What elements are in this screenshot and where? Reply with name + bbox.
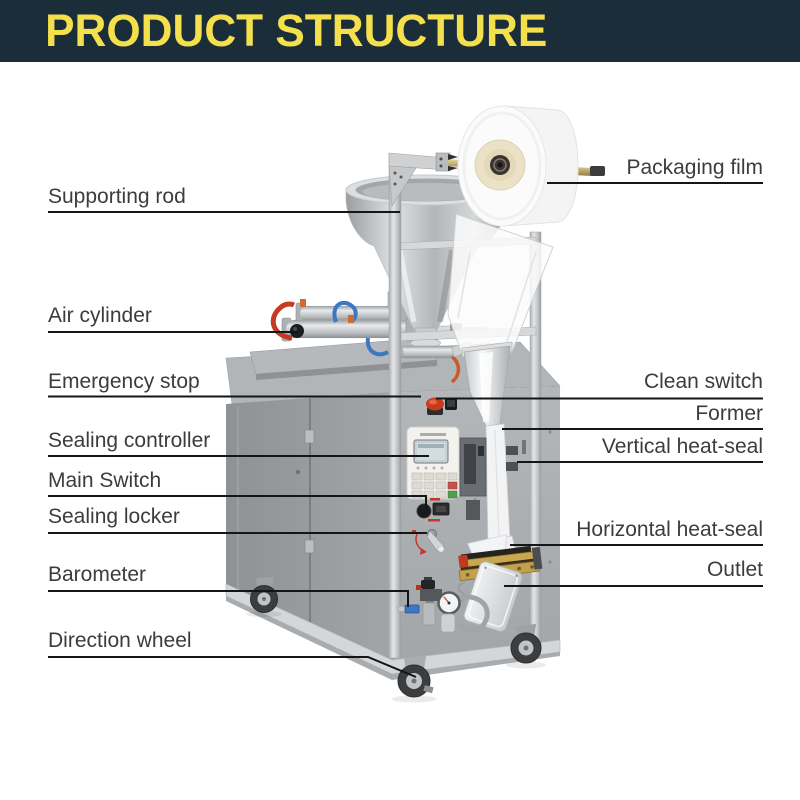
- label-air-cylinder: Air cylinder: [48, 304, 152, 327]
- label-vertical-heat-seal: Vertical heat-seal: [601, 435, 763, 458]
- direction-wheels: [246, 577, 546, 703]
- label-horizontal-heat-seal: Horizontal heat-seal: [576, 518, 763, 541]
- header-bar: PRODUCT STRUCTURE: [0, 0, 800, 62]
- label-main-switch: Main Switch: [48, 469, 162, 492]
- label-supporting-rod: Supporting rod: [48, 185, 186, 208]
- vertical-heat-seal: [459, 437, 526, 520]
- label-barometer: Barometer: [48, 563, 147, 586]
- label-emergency-stop: Emergency stop: [48, 370, 200, 393]
- sealing-locker-lever: [412, 529, 445, 555]
- outlet-chute: [463, 561, 523, 632]
- main-switch: [416, 498, 450, 522]
- leader-lines: [48, 182, 763, 678]
- label-direction-wheel: Direction wheel: [48, 629, 192, 652]
- sealing-controller-panel: [406, 426, 460, 500]
- label-outlet: Outlet: [706, 558, 763, 581]
- label-clean-switch: Clean switch: [643, 370, 763, 393]
- emergency-stop-button: [426, 397, 444, 415]
- film-roll: [457, 105, 579, 227]
- clean-switch-button: [445, 398, 457, 410]
- label-sealing-locker: Sealing locker: [48, 505, 180, 528]
- label-former: Former: [695, 402, 763, 425]
- barometer-regulator: [397, 577, 490, 634]
- former-chute: [461, 341, 513, 427]
- label-sealing-controller: Sealing controller: [48, 429, 211, 452]
- label-packaging-film: Packaging film: [626, 156, 763, 179]
- page-title: PRODUCT STRUCTURE: [45, 5, 548, 56]
